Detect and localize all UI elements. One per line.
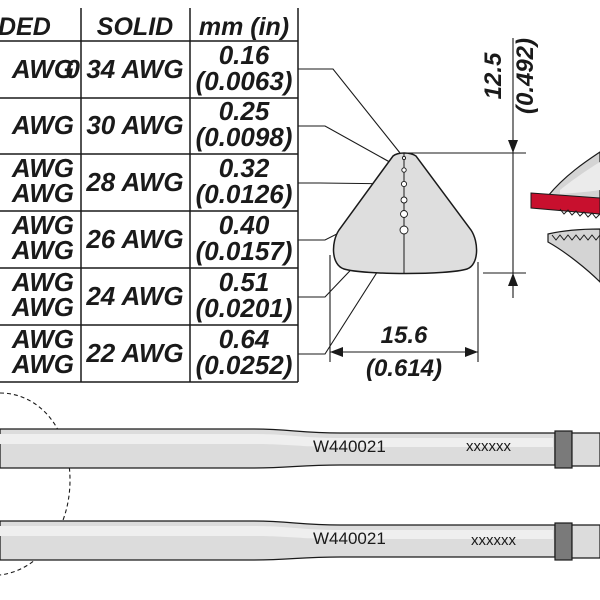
handle-tip bbox=[571, 524, 600, 559]
handle-collar bbox=[554, 430, 573, 469]
table-cell-mm: 0.32 bbox=[219, 153, 270, 183]
table-cell-solid: 28 AWG bbox=[85, 167, 183, 197]
handle-highlight bbox=[0, 526, 553, 539]
hole-icon bbox=[400, 210, 408, 218]
table-cell-mm: 0.25 bbox=[219, 96, 270, 126]
table-cell-inch: (0.0098) bbox=[196, 122, 293, 152]
table-cell-solid: 30 AWG bbox=[86, 110, 183, 140]
table-cell-inch: (0.0157) bbox=[196, 236, 293, 266]
table-cell-stranded: AWG bbox=[11, 153, 74, 183]
handle-collar bbox=[554, 522, 573, 561]
width-dimension bbox=[329, 255, 479, 362]
table-cell-inch: (0.0252) bbox=[196, 350, 293, 380]
table-cell-mm: 0.64 bbox=[219, 324, 270, 354]
lower-jaw-teeth bbox=[551, 234, 600, 241]
cutting-profile bbox=[332, 152, 478, 275]
part-number-label: W440021 bbox=[313, 437, 386, 456]
spec-table bbox=[0, 8, 299, 383]
width-in-label: (0.614) bbox=[366, 355, 442, 382]
table-cell-mm: 0.16 bbox=[219, 40, 270, 70]
table-cell-solid: 34 AWG bbox=[86, 54, 183, 84]
hole-icon bbox=[400, 196, 408, 204]
table-cell-stranded: AWG bbox=[11, 178, 74, 208]
table-cell-inch: (0.0063) bbox=[196, 66, 293, 96]
table-cell-digit: 0 bbox=[66, 54, 81, 84]
handle-tip bbox=[571, 432, 600, 467]
header-solid: SOLID bbox=[97, 13, 173, 41]
table-cell-inch: (0.0201) bbox=[196, 293, 293, 323]
hole-icon bbox=[401, 167, 407, 173]
table-cell-solid: 24 AWG bbox=[85, 281, 183, 311]
red-blade bbox=[530, 192, 600, 215]
part-number-label: W440021 bbox=[313, 529, 386, 548]
hole-icon bbox=[399, 225, 409, 235]
header-mm-in: mm (in) bbox=[199, 13, 289, 41]
width-mm-label: 15.6 bbox=[381, 322, 428, 349]
table-cell-stranded: AWG bbox=[11, 349, 74, 379]
handle-code-label: xxxxxx bbox=[466, 438, 512, 455]
table-cell-stranded: AWG bbox=[11, 235, 74, 265]
table-cell-stranded: AWG bbox=[11, 292, 74, 322]
header-stranded: DED bbox=[0, 13, 51, 41]
table-cell-inch: (0.0126) bbox=[196, 179, 293, 209]
handle-lower bbox=[0, 520, 600, 561]
table-cell-stranded: AWG bbox=[11, 54, 74, 84]
blade-teeth bbox=[559, 208, 600, 219]
hole-icon bbox=[400, 180, 408, 188]
handle-highlight bbox=[0, 434, 553, 447]
hole-icon bbox=[401, 155, 407, 161]
table-cell-mm: 0.51 bbox=[219, 267, 270, 297]
table-cell-stranded: AWG bbox=[11, 210, 74, 240]
height-mm-label: 12.5 bbox=[480, 52, 507, 99]
table-cell-stranded: AWG bbox=[11, 324, 74, 354]
height-dimension bbox=[404, 38, 526, 298]
table-cell-solid: 26 AWG bbox=[85, 224, 183, 254]
table-cell-stranded: AWG bbox=[11, 267, 74, 297]
table-cell-stranded: AWG bbox=[11, 110, 74, 140]
height-in-label: (0.492) bbox=[512, 38, 539, 114]
handle-upper bbox=[0, 428, 600, 469]
table-cell-solid: 22 AWG bbox=[85, 338, 183, 368]
detail-circle bbox=[0, 392, 71, 576]
upper-jaw-facet bbox=[560, 162, 600, 194]
tool-jaws bbox=[530, 151, 600, 283]
table-cell-mm: 0.40 bbox=[219, 210, 270, 240]
handle-code-label: xxxxxx bbox=[471, 532, 517, 549]
